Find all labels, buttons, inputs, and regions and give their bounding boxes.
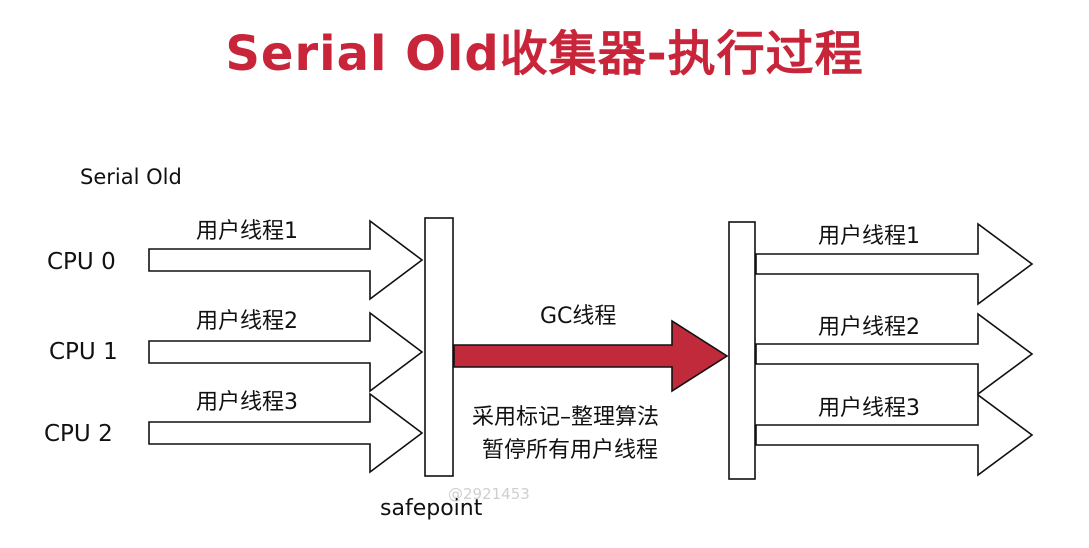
user-thread-arrow-left-1 xyxy=(148,311,424,393)
slide-title: Serial Old收集器-执行过程 xyxy=(225,26,864,82)
gc-thread-label: GC线程 xyxy=(540,304,616,329)
user-thread-arrow-right-0 xyxy=(755,222,1034,306)
user-thread-label-right-0: 用户线程1 xyxy=(818,224,920,249)
user-thread-label-left-1: 用户线程2 xyxy=(196,309,298,334)
cpu-label-0: CPU 0 xyxy=(47,249,116,275)
resume-bar xyxy=(728,221,756,480)
user-thread-arrow-right-1 xyxy=(755,312,1034,396)
cpu-label-1: CPU 1 xyxy=(49,339,118,365)
user-thread-arrow-right-2 xyxy=(755,393,1034,477)
gc-description-line-1: 采用标记–整理算法 xyxy=(472,405,659,430)
safepoint-bar xyxy=(424,217,454,477)
user-thread-arrow-left-2 xyxy=(148,392,424,474)
cpu-label-2: CPU 2 xyxy=(44,421,113,447)
safepoint-label: safepoint xyxy=(380,496,483,521)
watermark: @2921453 xyxy=(448,485,530,503)
user-thread-arrow-left-0 xyxy=(148,219,424,301)
gc-description-line-2: 暂停所有用户线程 xyxy=(482,438,658,463)
user-thread-label-left-2: 用户线程3 xyxy=(196,390,298,415)
gc-thread-arrow xyxy=(453,319,729,393)
user-thread-label-right-2: 用户线程3 xyxy=(818,396,920,421)
collector-label: Serial Old xyxy=(80,165,182,189)
user-thread-label-right-1: 用户线程2 xyxy=(818,315,920,340)
user-thread-label-left-0: 用户线程1 xyxy=(196,219,298,244)
